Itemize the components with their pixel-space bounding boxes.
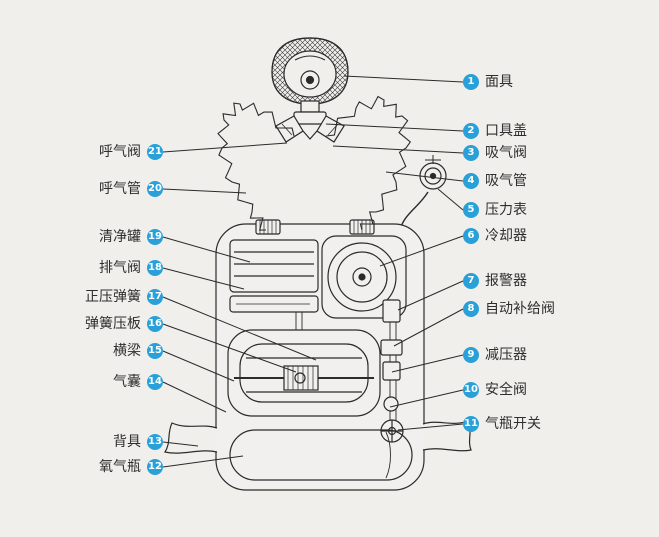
leader-line-3 bbox=[332, 145, 464, 154]
valve-column-part bbox=[380, 299, 404, 443]
leader-line-4 bbox=[385, 171, 464, 182]
inhale-tube bbox=[325, 95, 412, 231]
leader-line-21 bbox=[162, 142, 288, 153]
exhale-tube bbox=[217, 102, 295, 231]
oxygen-cylinder-part bbox=[229, 429, 413, 481]
leader-line-12 bbox=[162, 455, 244, 468]
leader-line-5 bbox=[437, 188, 464, 211]
leader-line-16 bbox=[162, 323, 297, 373]
leader-line-1 bbox=[343, 75, 464, 83]
cooler-part bbox=[321, 235, 407, 319]
leader-line-20 bbox=[162, 188, 247, 194]
leader-line-19 bbox=[162, 236, 251, 263]
leader-line-7 bbox=[397, 280, 464, 311]
breathing-tubes bbox=[217, 95, 412, 231]
leader-line-8 bbox=[393, 308, 464, 347]
leader-line-14 bbox=[162, 381, 227, 413]
leader-lines bbox=[162, 75, 464, 468]
mouthpiece-part bbox=[275, 111, 345, 143]
mask-part bbox=[271, 37, 349, 113]
leader-line-13 bbox=[162, 441, 199, 447]
leader-line-18 bbox=[162, 267, 245, 290]
leader-line-6 bbox=[379, 235, 464, 267]
leader-line-9 bbox=[391, 354, 464, 373]
leader-line-17 bbox=[162, 296, 317, 361]
leader-line-11 bbox=[397, 423, 464, 431]
canister-part bbox=[229, 239, 319, 313]
leader-line-15 bbox=[162, 350, 235, 382]
leader-line-2 bbox=[325, 123, 464, 132]
harness-straps bbox=[164, 420, 472, 454]
leader-line-10 bbox=[389, 389, 464, 408]
